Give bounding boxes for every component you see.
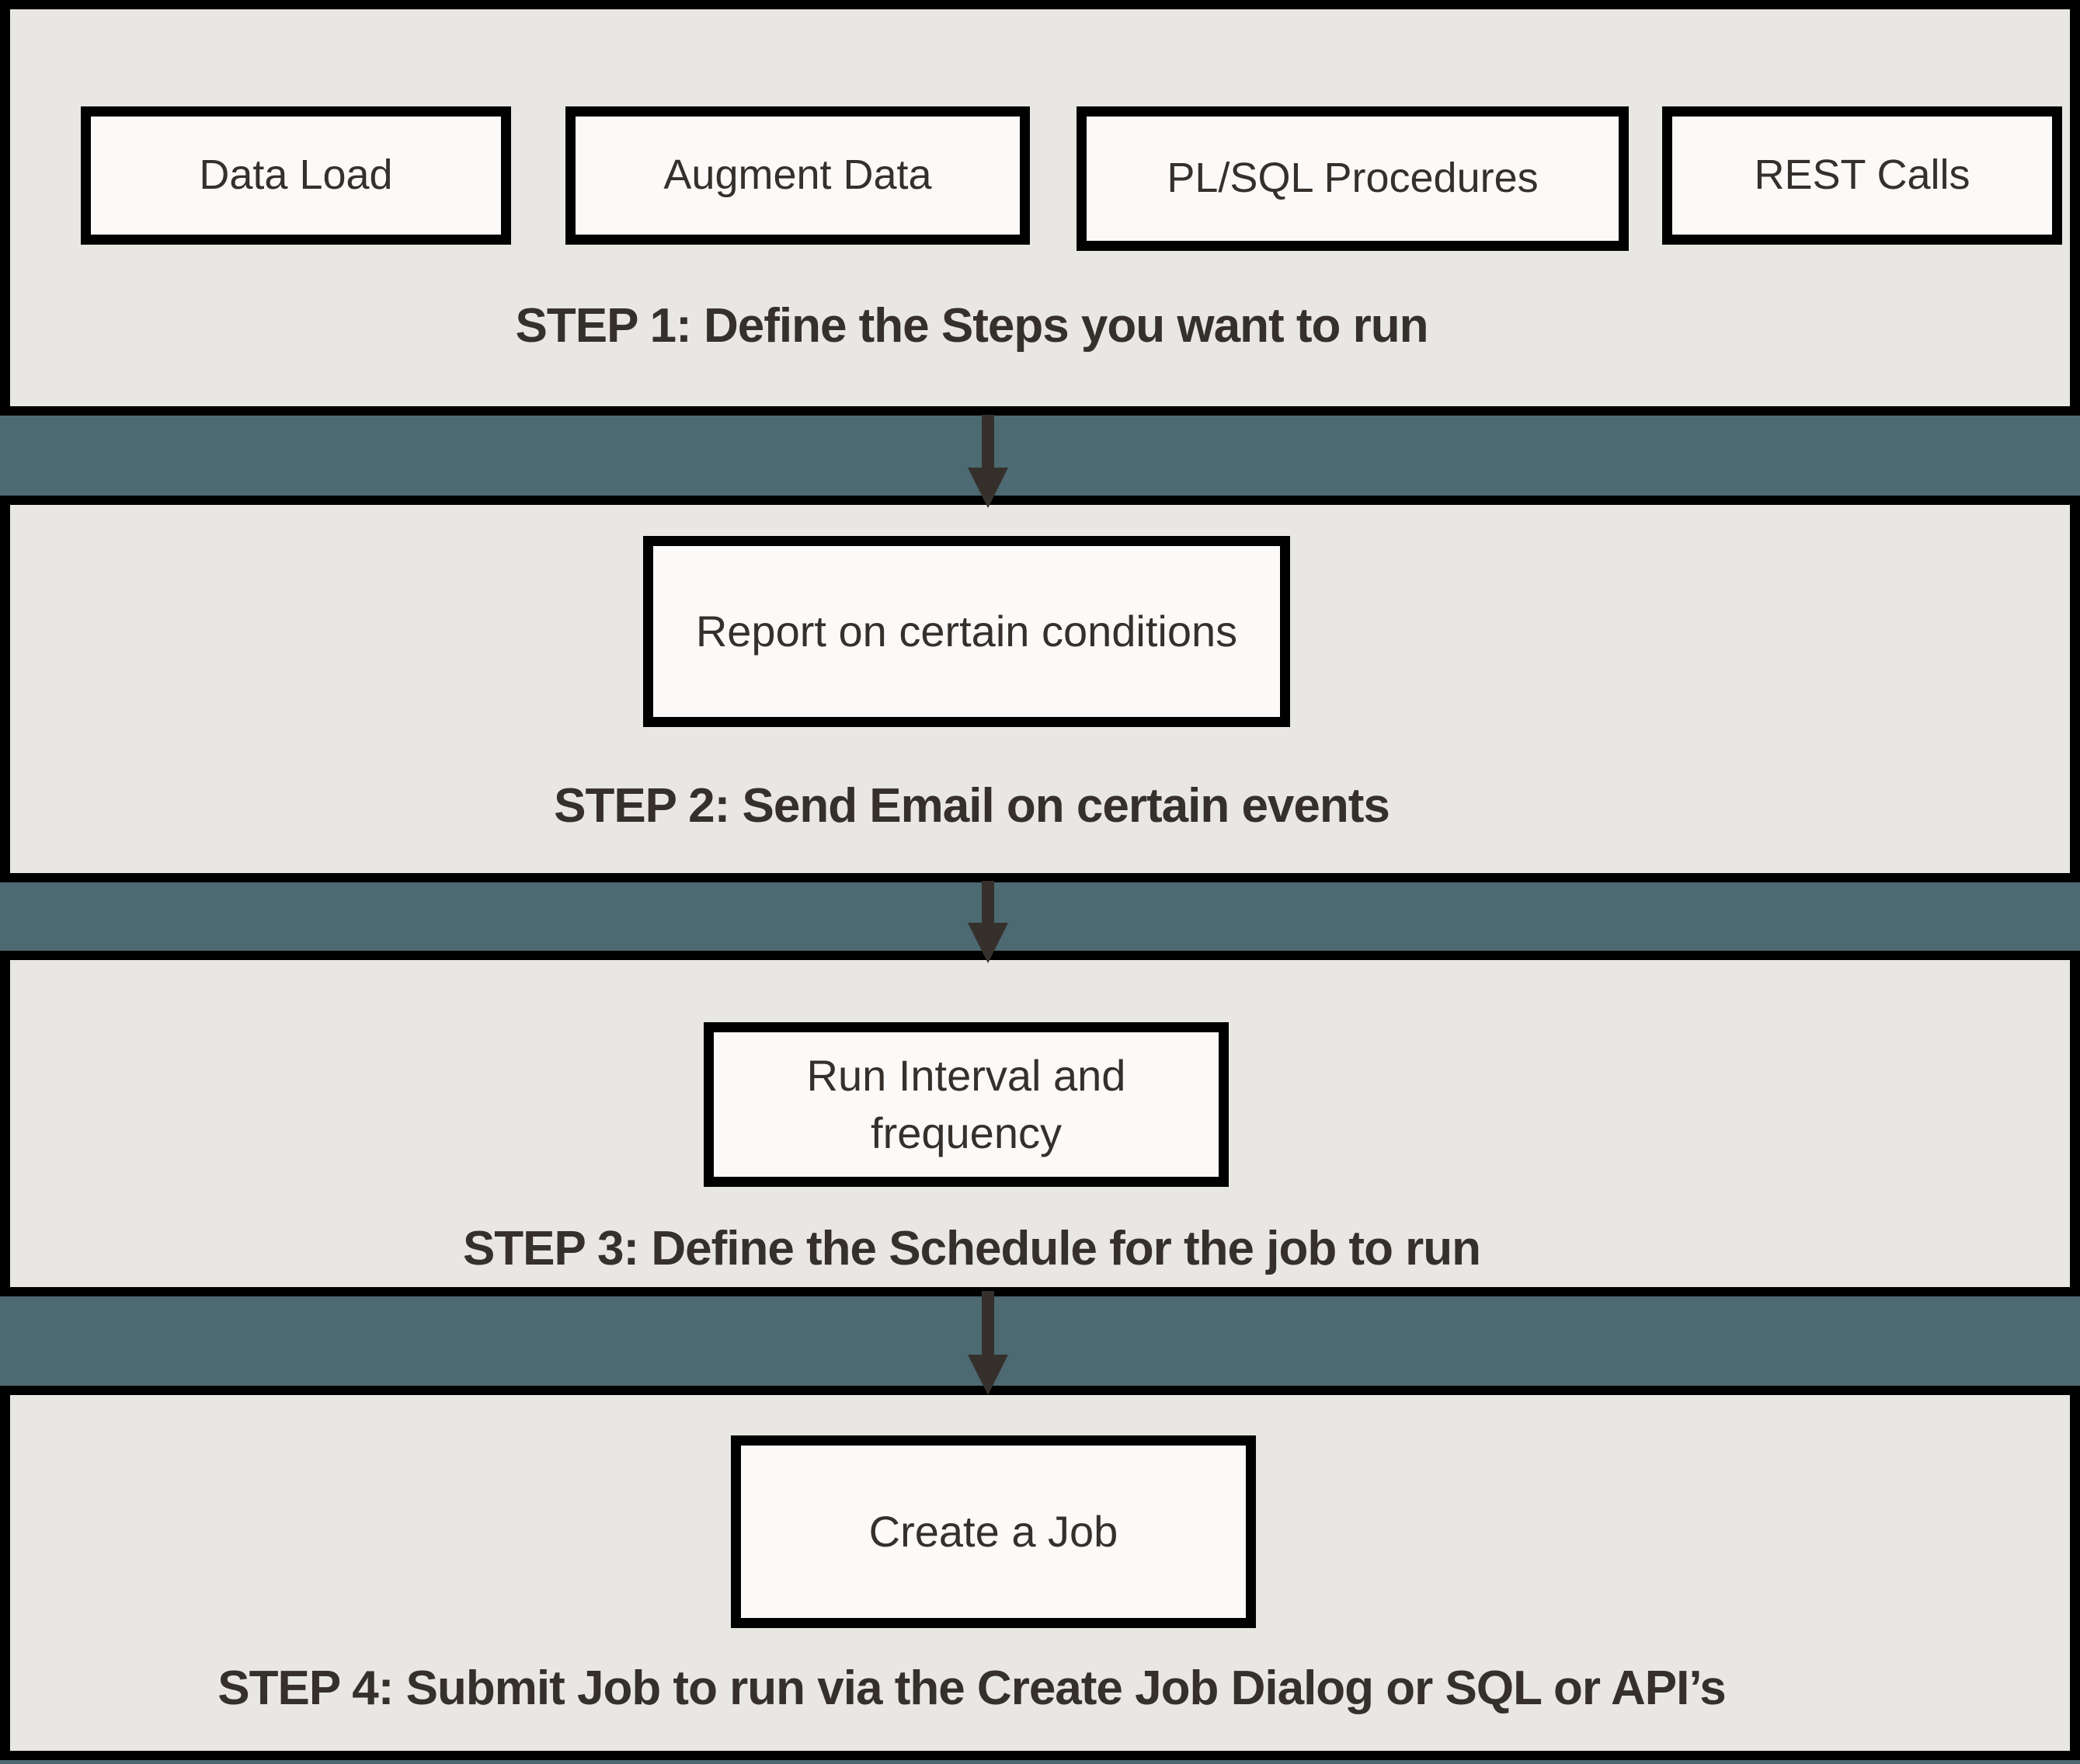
step4-caption: STEP 4: Submit Job to run via the Create… <box>217 1661 1726 1715</box>
arrow-down-icon <box>968 881 1008 963</box>
arrow-shaft <box>982 415 994 468</box>
step1-box-plsql-procedures: PL/SQL Procedures <box>1077 106 1629 251</box>
arrow-head <box>968 923 1008 963</box>
step2-box-report-on-conditions: Report on certain conditions <box>643 536 1290 727</box>
box-label: Data Load <box>199 151 393 199</box>
arrow-down-icon <box>968 415 1008 508</box>
step3-box-run-interval: Run Interval and frequency <box>704 1022 1229 1187</box>
box-label: Create a Job <box>868 1507 1118 1557</box>
arrow-shaft <box>982 881 994 923</box>
step1-band: Data Load Augment Data PL/SQL Procedures… <box>0 0 2080 416</box>
step2-band: Report on certain conditions STEP 2: Sen… <box>0 496 2080 882</box>
arrow-shaft <box>982 1291 994 1355</box>
step4-box-create-a-job: Create a Job <box>731 1435 1256 1628</box>
step1-box-augment-data: Augment Data <box>565 106 1030 245</box>
box-label: REST Calls <box>1754 151 1970 199</box>
arrow-down-icon <box>968 1291 1008 1395</box>
step2-caption: STEP 2: Send Email on certain events <box>554 779 1390 833</box>
step3-caption: STEP 3: Define the Schedule for the job … <box>462 1222 1481 1275</box>
box-label: Report on certain conditions <box>695 607 1238 656</box>
arrow-head <box>968 468 1008 508</box>
step1-box-data-load: Data Load <box>81 106 511 245</box>
step1-caption: STEP 1: Define the Steps you want to run <box>515 299 1429 353</box>
box-label: Augment Data <box>663 151 932 199</box>
step4-band: Create a Job STEP 4: Submit Job to run v… <box>0 1386 2080 1760</box>
step3-band: Run Interval and frequency STEP 3: Defin… <box>0 951 2080 1296</box>
box-label: Run Interval and frequency <box>806 1051 1126 1157</box>
box-label: PL/SQL Procedures <box>1167 155 1539 202</box>
step1-box-rest-calls: REST Calls <box>1662 106 2062 245</box>
arrow-head <box>968 1355 1008 1395</box>
